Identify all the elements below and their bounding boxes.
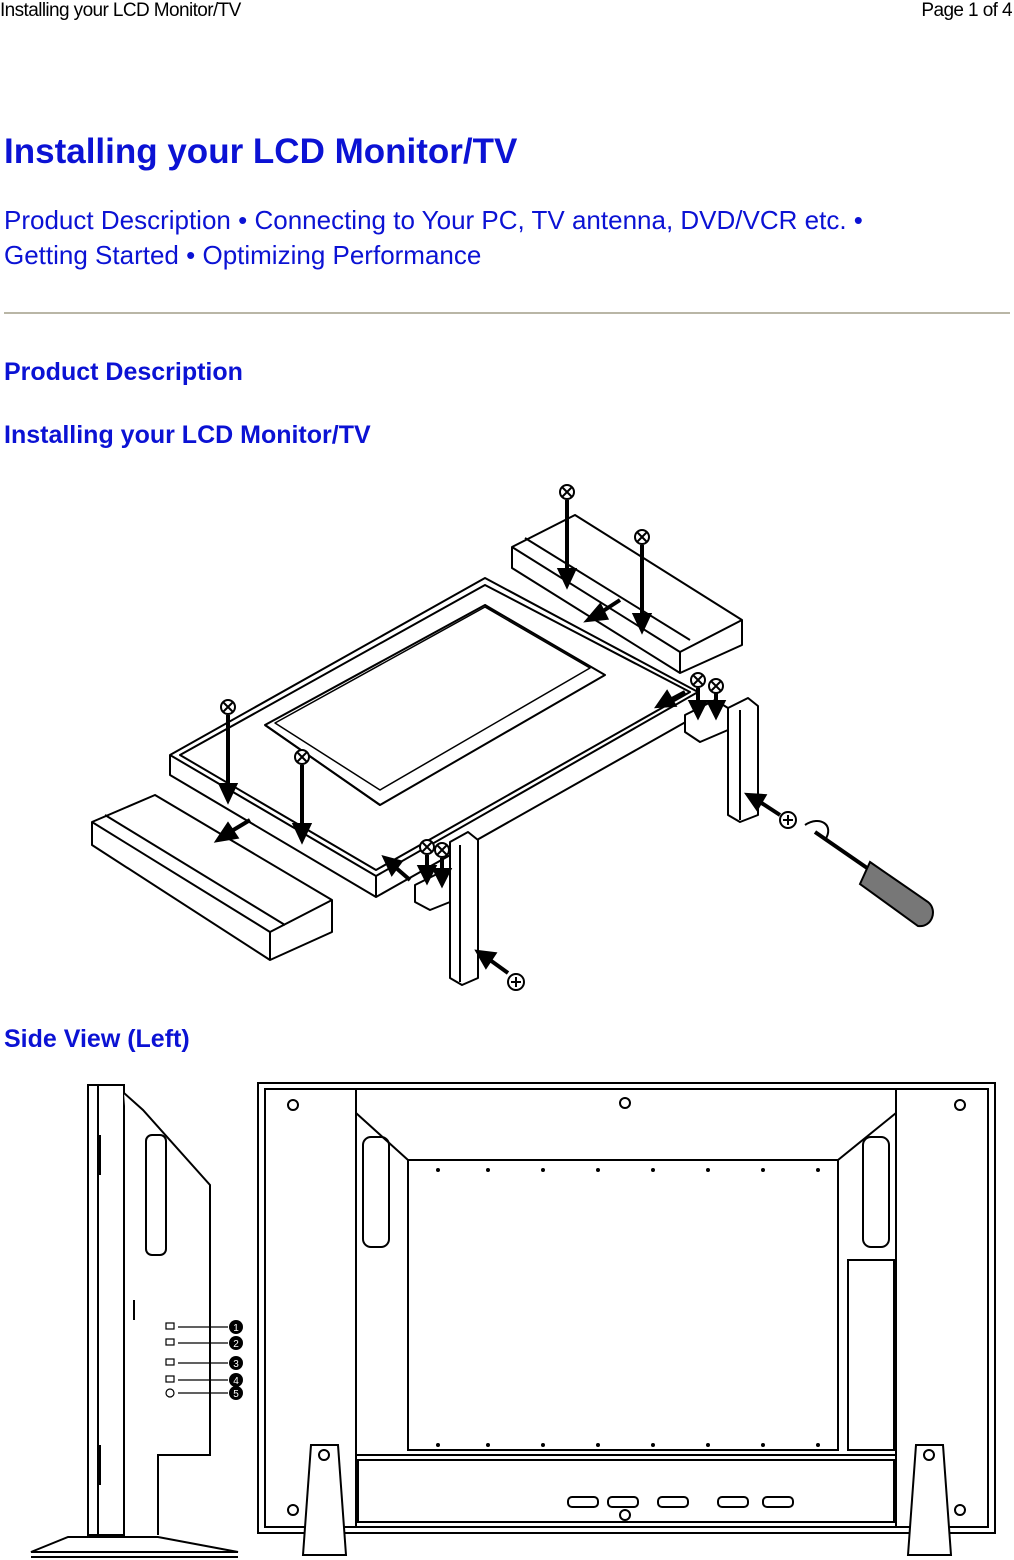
screw-icon <box>708 678 724 694</box>
callout-badge: 3 <box>229 1356 243 1370</box>
svg-text:4: 4 <box>233 1376 239 1387</box>
callout-badge: 2 <box>229 1336 243 1350</box>
header-title: Installing your LCD Monitor/TV <box>0 0 241 21</box>
nav-separator: • <box>186 240 196 270</box>
nav-link-connecting[interactable]: Connecting to Your PC, TV antenna, DVD/V… <box>254 205 847 235</box>
nav-link-getting-started[interactable]: Getting Started <box>4 240 179 270</box>
front-stand-foot <box>91 794 333 961</box>
screw-icon <box>294 749 310 765</box>
nav-line-1: Product Description • Connecting to Your… <box>4 203 863 237</box>
side-view-diagram: 1 2 3 4 5 <box>30 1082 996 1558</box>
svg-text:1: 1 <box>233 1323 239 1334</box>
nav-separator: • <box>853 205 863 235</box>
nav-line-2: Getting Started • Optimizing Performance <box>4 238 481 272</box>
screw-icon <box>690 672 706 688</box>
right-bracket <box>684 697 759 823</box>
svg-text:5: 5 <box>233 1389 239 1400</box>
left-bracket <box>414 831 479 986</box>
section-heading-installing: Installing your LCD Monitor/TV <box>4 421 371 449</box>
callout-badge: 4 <box>229 1373 243 1387</box>
screw-icon <box>419 839 435 855</box>
callout-badge: 1 <box>229 1320 243 1334</box>
screw-icon <box>634 529 650 545</box>
svg-text:3: 3 <box>233 1359 239 1370</box>
page-header: Installing your LCD Monitor/TV Page 1 of… <box>0 0 1014 24</box>
back-view <box>257 1082 996 1556</box>
section-heading-side-view: Side View (Left) <box>4 1025 190 1053</box>
screw-icon <box>779 811 797 829</box>
screwdriver-icon <box>804 820 934 928</box>
horizontal-rule <box>4 312 1010 314</box>
nav-separator: • <box>238 205 248 235</box>
page-title: Installing your LCD Monitor/TV <box>4 132 518 171</box>
callout-badge: 5 <box>229 1386 243 1400</box>
page-number: Page 1 of 4 <box>921 0 1012 21</box>
svg-text:2: 2 <box>233 1339 239 1350</box>
screw-icon <box>434 842 450 858</box>
callout-list: 1 2 3 4 5 <box>229 1320 243 1400</box>
screw-icon <box>220 699 236 715</box>
section-heading-product-description: Product Description <box>4 358 243 386</box>
installation-diagram <box>91 484 934 991</box>
screw-icon <box>559 484 575 500</box>
nav-link-product-description[interactable]: Product Description <box>4 205 231 235</box>
screw-icon <box>507 973 525 991</box>
nav-link-optimizing[interactable]: Optimizing Performance <box>202 240 482 270</box>
side-profile <box>30 1084 239 1558</box>
